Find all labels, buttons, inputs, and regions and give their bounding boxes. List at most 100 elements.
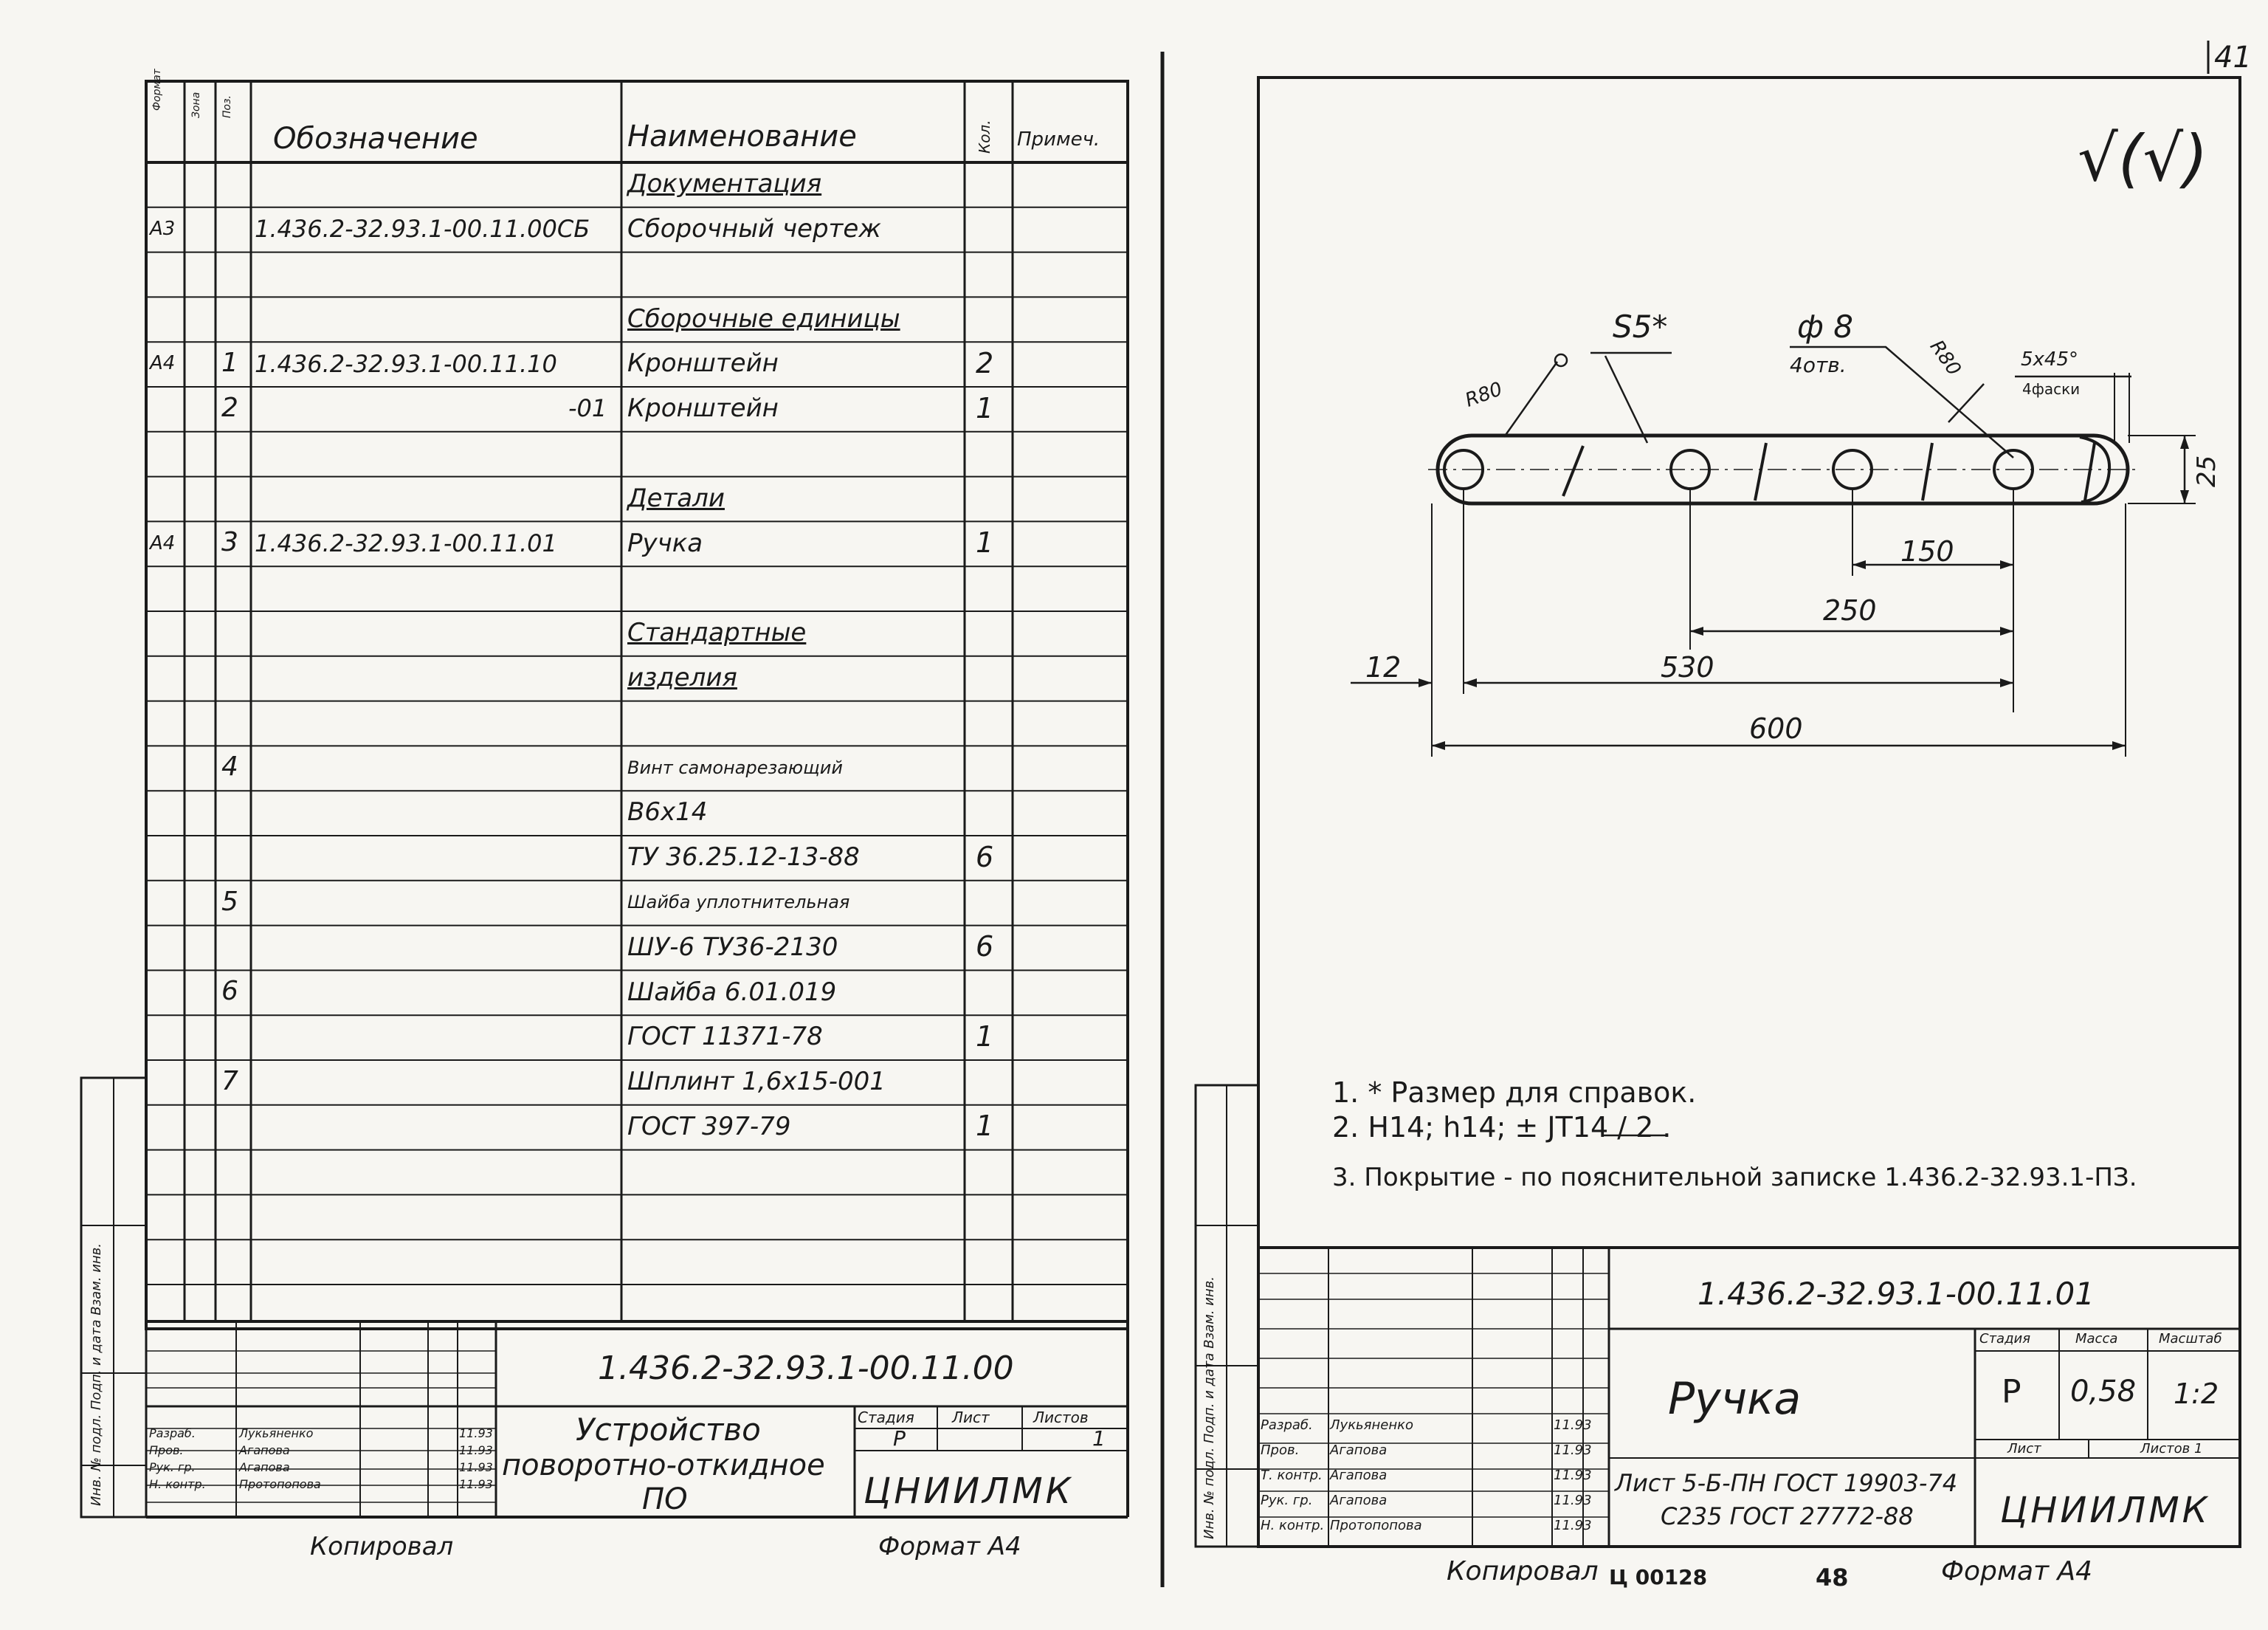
cell-pos: 6	[221, 976, 238, 1007]
role-name: Агапова	[1330, 1468, 1388, 1483]
note-3: 3. Покрытие - по пояснительной записке 1…	[1332, 1163, 2137, 1192]
role-name: Агапова	[239, 1460, 290, 1474]
role-date: 11.93	[1554, 1518, 1592, 1533]
table-row: Сборочные единицы	[146, 297, 1128, 342]
right-material-1: Лист 5-Б-ПН ГОСТ 19903-74	[1615, 1469, 1958, 1497]
cell-pos: 3	[221, 527, 238, 558]
cell-qty: 1	[976, 526, 994, 560]
left-doc-number: 1.436.2-32.93.1-00.11.00	[598, 1349, 1014, 1387]
right-scale: 1:2	[2174, 1378, 2219, 1410]
cell-name: Шайба уплотнительная	[627, 892, 850, 913]
table-row	[146, 566, 1128, 611]
left-side-label: Инв. № подл. Подп. и дата Взам. инв.	[89, 1242, 104, 1506]
table-row	[146, 432, 1128, 477]
header-name: Наименование	[627, 120, 857, 154]
right-scale-label: Масштаб	[2159, 1331, 2222, 1347]
cell-designation: -01	[568, 394, 607, 423]
right-stage-label: Стадия	[1979, 1331, 2031, 1347]
cell-qty: 6	[976, 840, 994, 873]
cell-name: Кронштейн	[627, 393, 779, 424]
stamp-page: 48	[1816, 1564, 1849, 1592]
table-row	[146, 1194, 1128, 1239]
cell-name: Шайба 6.01.019	[627, 977, 837, 1007]
role-label: Рук. гр.	[149, 1460, 196, 1474]
table-row	[146, 1285, 1128, 1330]
table-row: В6х14	[146, 791, 1128, 836]
left-sheets-label: Листов	[1033, 1409, 1089, 1426]
cell-name: Кронштейн	[627, 348, 779, 379]
right-copied: Копировал	[1447, 1556, 1599, 1586]
right-org: ЦНИИЛМК	[2000, 1490, 2210, 1531]
right-sheet-label: Лист	[2007, 1441, 2041, 1457]
table-row: А4 3 1.436.2-32.93.1-00.11.01 Ручка 1	[146, 521, 1128, 566]
header-pos: Поз.	[221, 95, 233, 118]
dim-250: 250	[1823, 594, 1877, 627]
table-row: изделия	[146, 656, 1128, 701]
role-label: Пров.	[1261, 1442, 1300, 1458]
dim-530: 530	[1661, 651, 1714, 684]
table-row: Стандартные	[146, 611, 1128, 656]
cell-designation: 1.436.2-32.93.1-00.11.01	[255, 529, 557, 557]
right-stage: Р	[2002, 1373, 2021, 1411]
cell-qty: 1	[976, 1019, 994, 1053]
dim-holes: 4отв.	[1790, 353, 1847, 377]
role-date: 11.93	[459, 1477, 493, 1491]
dim-s5: S5*	[1613, 309, 1668, 345]
right-doc-number: 1.436.2-32.93.1-00.11.01	[1697, 1276, 2095, 1312]
cell-pos: 5	[221, 886, 238, 917]
table-row: Детали	[146, 477, 1128, 522]
cell-name: В6х14	[627, 797, 708, 828]
dim-12: 12	[1365, 651, 1402, 684]
cell-qty: 6	[976, 930, 994, 963]
left-title-line3: ПО	[642, 1482, 688, 1516]
stamp-code: Ц 00128	[1609, 1565, 1708, 1589]
cell-pos: 7	[221, 1065, 238, 1096]
role-date: 11.93	[459, 1460, 493, 1474]
right-mass-label: Масса	[2075, 1331, 2118, 1347]
cell-name: Винт самонарезающий	[627, 757, 843, 778]
cell-name: Детали	[627, 483, 725, 513]
cell-qty: 1	[976, 391, 994, 424]
cell-name: Ручка	[627, 528, 703, 558]
left-stage: Р	[893, 1426, 906, 1451]
role-label: Пров.	[149, 1443, 184, 1457]
role-date: 11.93	[1554, 1442, 1592, 1458]
dim-phi8: ф 8	[1797, 309, 1853, 345]
note-1: 1. * Размер для справок.	[1332, 1076, 1697, 1109]
cell-format: А4	[150, 532, 176, 554]
role-label: Н. контр.	[149, 1477, 206, 1491]
left-org: ЦНИИЛМК	[864, 1471, 1074, 1512]
right-side-label: Инв. № подл. Подп. и дата Взам. инв.	[1202, 1276, 1217, 1539]
cell-format: А3	[150, 217, 176, 240]
left-format: Формат А4	[878, 1532, 1021, 1561]
role-name: Протопопова	[1330, 1518, 1422, 1533]
cell-pos: 4	[221, 752, 238, 783]
role-date: 11.93	[1554, 1417, 1592, 1433]
role-name: Агапова	[1330, 1493, 1388, 1508]
dim-25: 25	[2192, 455, 2222, 487]
cell-qty: 2	[976, 346, 994, 379]
cell-name: изделия	[627, 662, 737, 692]
role-label: Разраб.	[149, 1426, 196, 1440]
right-mass: 0,58	[2070, 1375, 2137, 1409]
role-label: Т. контр.	[1261, 1468, 1323, 1483]
role-date: 11.93	[1554, 1468, 1592, 1483]
left-sheets: 1	[1092, 1426, 1106, 1451]
left-title-line1: Устройство	[576, 1411, 761, 1448]
right-sheets-label: Листов 1	[2140, 1441, 2203, 1457]
table-row	[146, 1150, 1128, 1195]
table-row: 6 Шайба 6.01.019	[146, 970, 1128, 1015]
right-title: Ручка	[1668, 1373, 1802, 1425]
table-row	[146, 701, 1128, 746]
cell-name: ГОСТ 397-79	[627, 1111, 791, 1141]
role-name: Агапова	[1330, 1442, 1388, 1458]
role-name: Агапова	[239, 1443, 290, 1457]
table-row	[146, 1239, 1128, 1285]
